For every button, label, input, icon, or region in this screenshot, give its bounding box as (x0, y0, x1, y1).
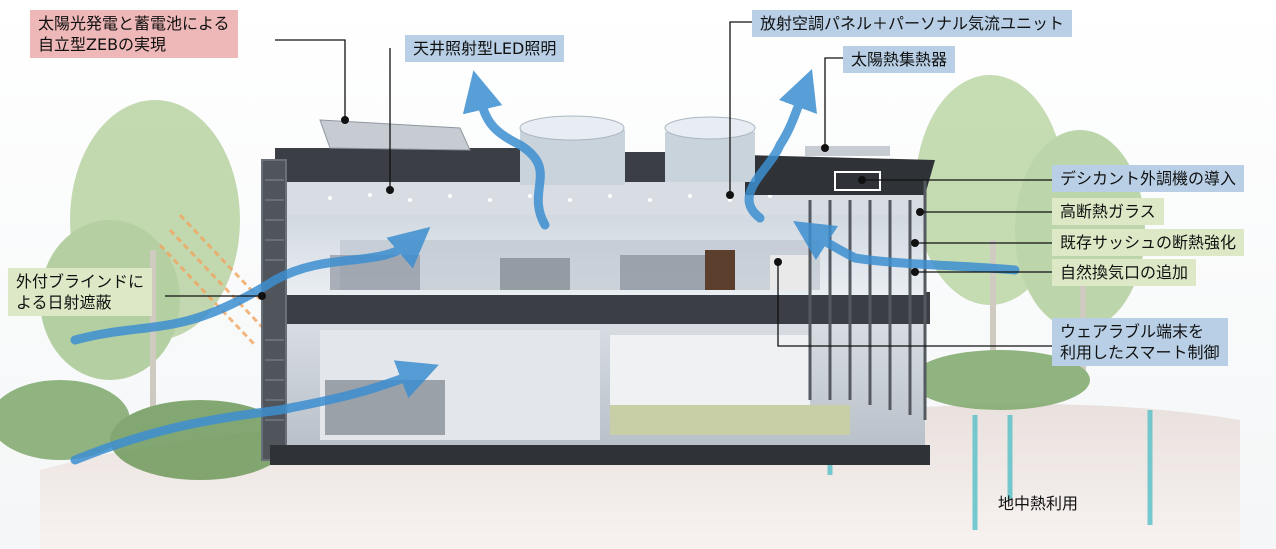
label-blind-line1: 外付ブラインドに (16, 272, 145, 291)
building (261, 115, 935, 465)
label-sash-text: 既存サッシュの断熱強化 (1060, 233, 1237, 252)
solar-panel-icon (319, 119, 471, 151)
label-wearable: ウェアラブル端末を 利用したスマート制御 (1052, 318, 1228, 366)
label-radiant-text: 放射空調パネル＋パーソナル気流ユニット (760, 14, 1065, 33)
label-glass-text: 高断熱ガラス (1060, 202, 1156, 221)
label-glass: 高断熱ガラス (1052, 198, 1164, 225)
label-vent: 自然換気口の追加 (1052, 259, 1197, 286)
facade-right (808, 180, 927, 420)
airflow-arrow-icon (70, 69, 1020, 465)
label-wearable-line1: ウェアラブル端末を (1060, 322, 1205, 341)
label-solar-heat-text: 太陽熱集熱器 (851, 50, 948, 69)
label-vent-text: 自然換気口の追加 (1060, 263, 1189, 282)
label-desiccant: デシカント外調機の導入 (1052, 165, 1245, 192)
callout-leaders (165, 21, 1052, 347)
label-blind: 外付ブラインドに よる日射遮蔽 (8, 268, 153, 316)
label-solar-heat: 太陽熱集熱器 (843, 46, 956, 73)
solar-collector-icon (805, 146, 890, 156)
label-led: 天井照射型LED照明 (405, 35, 565, 62)
label-sash: 既存サッシュの断熱強化 (1052, 229, 1245, 256)
label-led-text: 天井照射型LED照明 (413, 39, 557, 58)
label-geo: 地中熱利用 (990, 490, 1086, 517)
label-geo-text: 地中熱利用 (998, 494, 1079, 513)
label-solar-zeb-line2: 自立型ZEBの実現 (38, 35, 167, 54)
callout-dot-icon (258, 116, 924, 300)
skylight-icon (664, 116, 756, 182)
label-radiant: 放射空調パネル＋パーソナル気流ユニット (752, 10, 1073, 37)
label-solar-zeb-line1: 太陽光発電と蓄電池による (38, 14, 230, 33)
led-ceiling-lights (328, 193, 772, 202)
label-blind-line2: よる日射遮蔽 (16, 293, 112, 312)
label-wearable-line2: 利用したスマート制御 (1060, 343, 1220, 362)
label-solar-zeb: 太陽光発電と蓄電池による 自立型ZEBの実現 (30, 10, 238, 58)
label-desiccant-text: デシカント外調機の導入 (1060, 169, 1237, 188)
